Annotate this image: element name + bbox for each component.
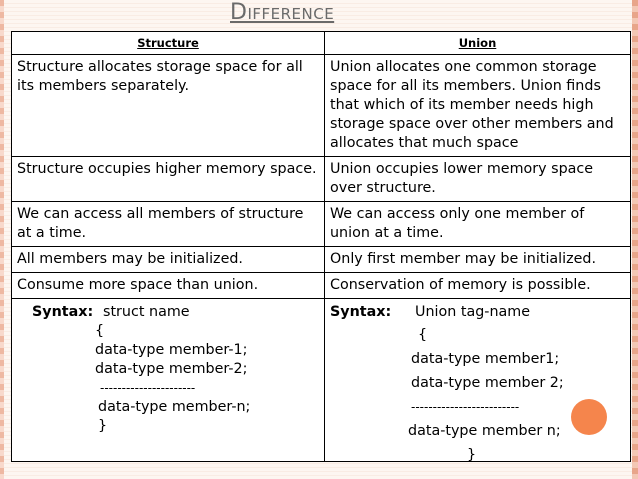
- slide-left-border: [0, 0, 4, 479]
- structure-cell: All members may be initialized.: [11, 246, 325, 273]
- structure-cell: Structure allocates storage space for al…: [11, 54, 325, 157]
- table-row: Consume more space than union. Conservat…: [11, 272, 631, 299]
- code-line: data-type member-2;: [95, 361, 248, 377]
- code-line: -------------------------: [411, 400, 520, 414]
- header-structure: Structure: [11, 31, 325, 55]
- structure-syntax-cell: Syntax: struct name { data-type member-1…: [11, 298, 325, 462]
- decorative-orange-circle: [571, 399, 607, 435]
- table-row: All members may be initialized. Only fir…: [11, 246, 631, 273]
- code-line: {: [95, 323, 105, 339]
- code-line: Union tag-name: [415, 304, 530, 320]
- header-union: Union: [324, 31, 631, 55]
- code-line: }: [467, 447, 477, 463]
- table-header-row: Structure Union: [11, 31, 631, 55]
- code-line: data-type member1;: [411, 351, 560, 367]
- code-line: ----------------------: [100, 381, 196, 395]
- table-row: Structure occupies higher memory space. …: [11, 156, 631, 202]
- comparison-table: Structure Union Structure allocates stor…: [11, 31, 631, 463]
- structure-cell: We can access all members of structure a…: [11, 201, 325, 247]
- structure-syntax-label: Syntax:: [32, 304, 94, 320]
- code-line: data-type member n;: [408, 423, 561, 439]
- table-row: We can access all members of structure a…: [11, 201, 631, 247]
- structure-cell: Structure occupies higher memory space.: [11, 156, 325, 202]
- code-line: data-type member 2;: [411, 375, 564, 391]
- code-line: data-type member-1;: [95, 342, 248, 358]
- union-cell: We can access only one member of union a…: [324, 201, 631, 247]
- table-row: Structure allocates storage space for al…: [11, 54, 631, 157]
- syntax-row: Syntax: struct name { data-type member-1…: [11, 298, 631, 463]
- structure-cell: Consume more space than union.: [11, 272, 325, 299]
- slide-right-border: [632, 0, 638, 479]
- union-cell: Union occupies lower memory space over s…: [324, 156, 631, 202]
- slide-title: Difference: [230, 0, 335, 25]
- code-line: struct name: [103, 304, 190, 320]
- union-cell: Only first member may be initialized.: [324, 246, 631, 273]
- union-syntax-label: Syntax:: [330, 304, 392, 320]
- union-cell: Conservation of memory is possible.: [324, 272, 631, 299]
- code-line: }: [98, 418, 108, 434]
- union-cell: Union allocates one common storage space…: [324, 54, 631, 157]
- code-line: {: [418, 327, 428, 343]
- code-line: data-type member-n;: [98, 399, 251, 415]
- union-syntax-cell: Syntax: Union tag-name { data-type membe…: [324, 298, 631, 463]
